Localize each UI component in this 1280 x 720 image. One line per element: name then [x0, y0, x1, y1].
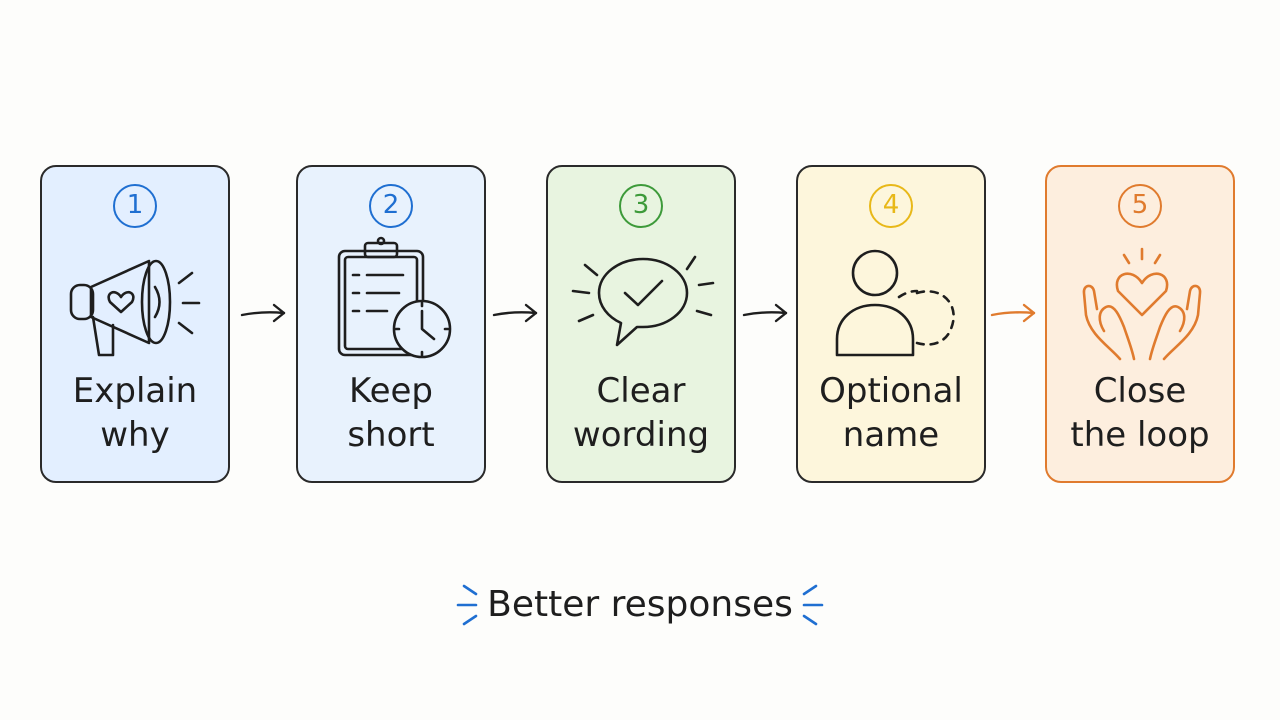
- step-label-line1: Clear: [596, 371, 686, 411]
- step-label: Close the loop: [1047, 369, 1233, 457]
- step-label-line2: why: [100, 415, 170, 455]
- arrow-right-icon: [240, 303, 286, 323]
- step-card-optional-name: 4 Optional name: [796, 165, 986, 483]
- arrow-right-icon: [742, 303, 788, 323]
- step-label-line2: wording: [572, 415, 710, 455]
- hands-heart-icon: [1082, 247, 1202, 361]
- step-card-clear-wording: 3 Clear wording: [546, 165, 736, 483]
- step-label: Explain why: [42, 369, 228, 457]
- megaphone-heart-icon: [69, 259, 201, 357]
- step-card-close-the-loop: 5 Close the loop: [1045, 165, 1235, 483]
- step-label-line2: short: [347, 415, 435, 455]
- speech-bubble-check-icon: [571, 255, 715, 347]
- step-number-badge: 1: [113, 184, 157, 228]
- step-label: Optional name: [798, 369, 984, 457]
- step-label-line1: Close: [1093, 371, 1187, 411]
- step-label-line1: Keep: [348, 371, 434, 411]
- step-card-explain-why: 1 Explain why: [40, 165, 230, 483]
- step-number-badge: 2: [369, 184, 413, 228]
- step-label: Keep short: [298, 369, 484, 457]
- step-number-badge: 3: [619, 184, 663, 228]
- emphasis-lines-left-icon: [456, 584, 478, 626]
- step-number-badge: 5: [1118, 184, 1162, 228]
- arrow-right-icon: [990, 303, 1036, 323]
- step-label-line1: Optional: [819, 371, 963, 411]
- person-dashed-icon: [835, 249, 955, 357]
- emphasis-lines-right-icon: [802, 584, 824, 626]
- step-label: Clear wording: [548, 369, 734, 457]
- step-card-keep-short: 2 Keep short: [296, 165, 486, 483]
- outcome-label: Better responses: [487, 584, 793, 625]
- outcome-callout: Better responses: [440, 572, 840, 636]
- step-label-line2: name: [842, 415, 940, 455]
- arrow-right-icon: [492, 303, 538, 323]
- step-label-line2: the loop: [1070, 415, 1210, 455]
- step-number-badge: 4: [869, 184, 913, 228]
- step-label-line1: Explain: [72, 371, 198, 411]
- clipboard-clock-icon: [337, 236, 452, 359]
